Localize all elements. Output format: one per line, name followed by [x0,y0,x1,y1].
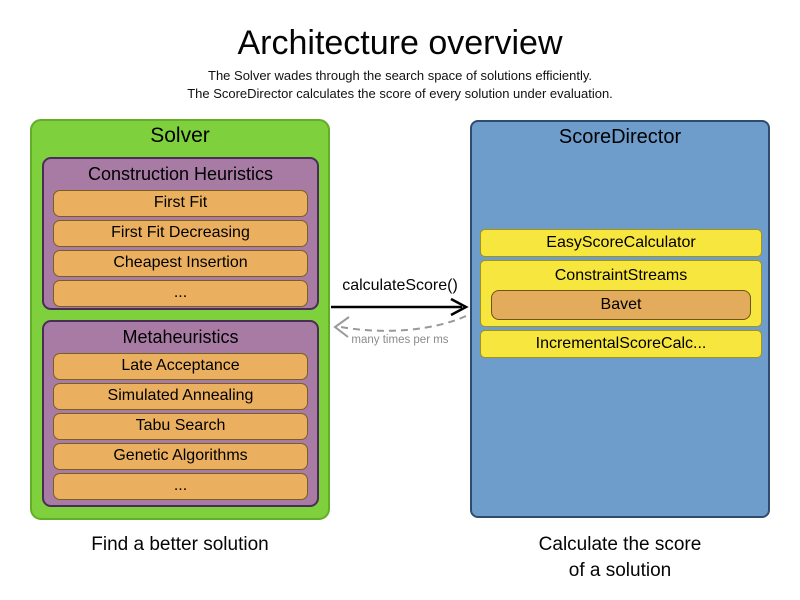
construction-heuristics-title: Construction Heuristics [87,164,274,184]
page-title: Architecture overview [237,24,563,62]
constraint-streams-box: ConstraintStreams Bavet [480,260,762,327]
algorithm-item: First Fit [53,190,308,217]
algorithm-item-ellipsis: ... [53,280,308,307]
subtitle-line-1: The Solver wades through the search spac… [208,68,592,83]
frequency-label: many times per ms [351,334,449,346]
algorithm-item: Simulated Annealing [53,383,308,410]
solver-caption: Find a better solution [91,534,269,555]
bavet-box: Bavet [491,290,751,320]
score-director-caption: Calculate the score of a solution [470,532,770,584]
algorithm-item-ellipsis: ... [53,473,308,500]
page-subtitle: The Solver wades through the search spac… [0,67,800,102]
score-director-title: ScoreDirector [558,126,682,148]
incremental-score-calculator-box: IncrementalScoreCalc... [480,330,762,358]
score-director-caption-line-2: of a solution [568,560,672,581]
easy-score-calculator-box: EasyScoreCalculator [480,229,762,257]
algorithm-item: Late Acceptance [53,353,308,380]
construction-heuristics-box: Construction Heuristics First Fit First … [42,157,319,310]
score-director-caption-line-1: Calculate the score [538,534,702,555]
metaheuristics-box: Metaheuristics Late Acceptance Simulated… [42,320,319,507]
calculate-score-arrow [331,297,469,317]
algorithm-item: Cheapest Insertion [53,250,308,277]
algorithm-item: First Fit Decreasing [53,220,308,247]
algorithm-item: Genetic Algorithms [53,443,308,470]
metaheuristics-title: Metaheuristics [122,327,239,347]
subtitle-line-2: The ScoreDirector calculates the score o… [187,85,613,101]
constraint-streams-title: ConstraintStreams [554,267,688,284]
solver-title: Solver [150,124,210,147]
calculate-score-label: calculateScore() [342,277,458,294]
algorithm-item: Tabu Search [53,413,308,440]
